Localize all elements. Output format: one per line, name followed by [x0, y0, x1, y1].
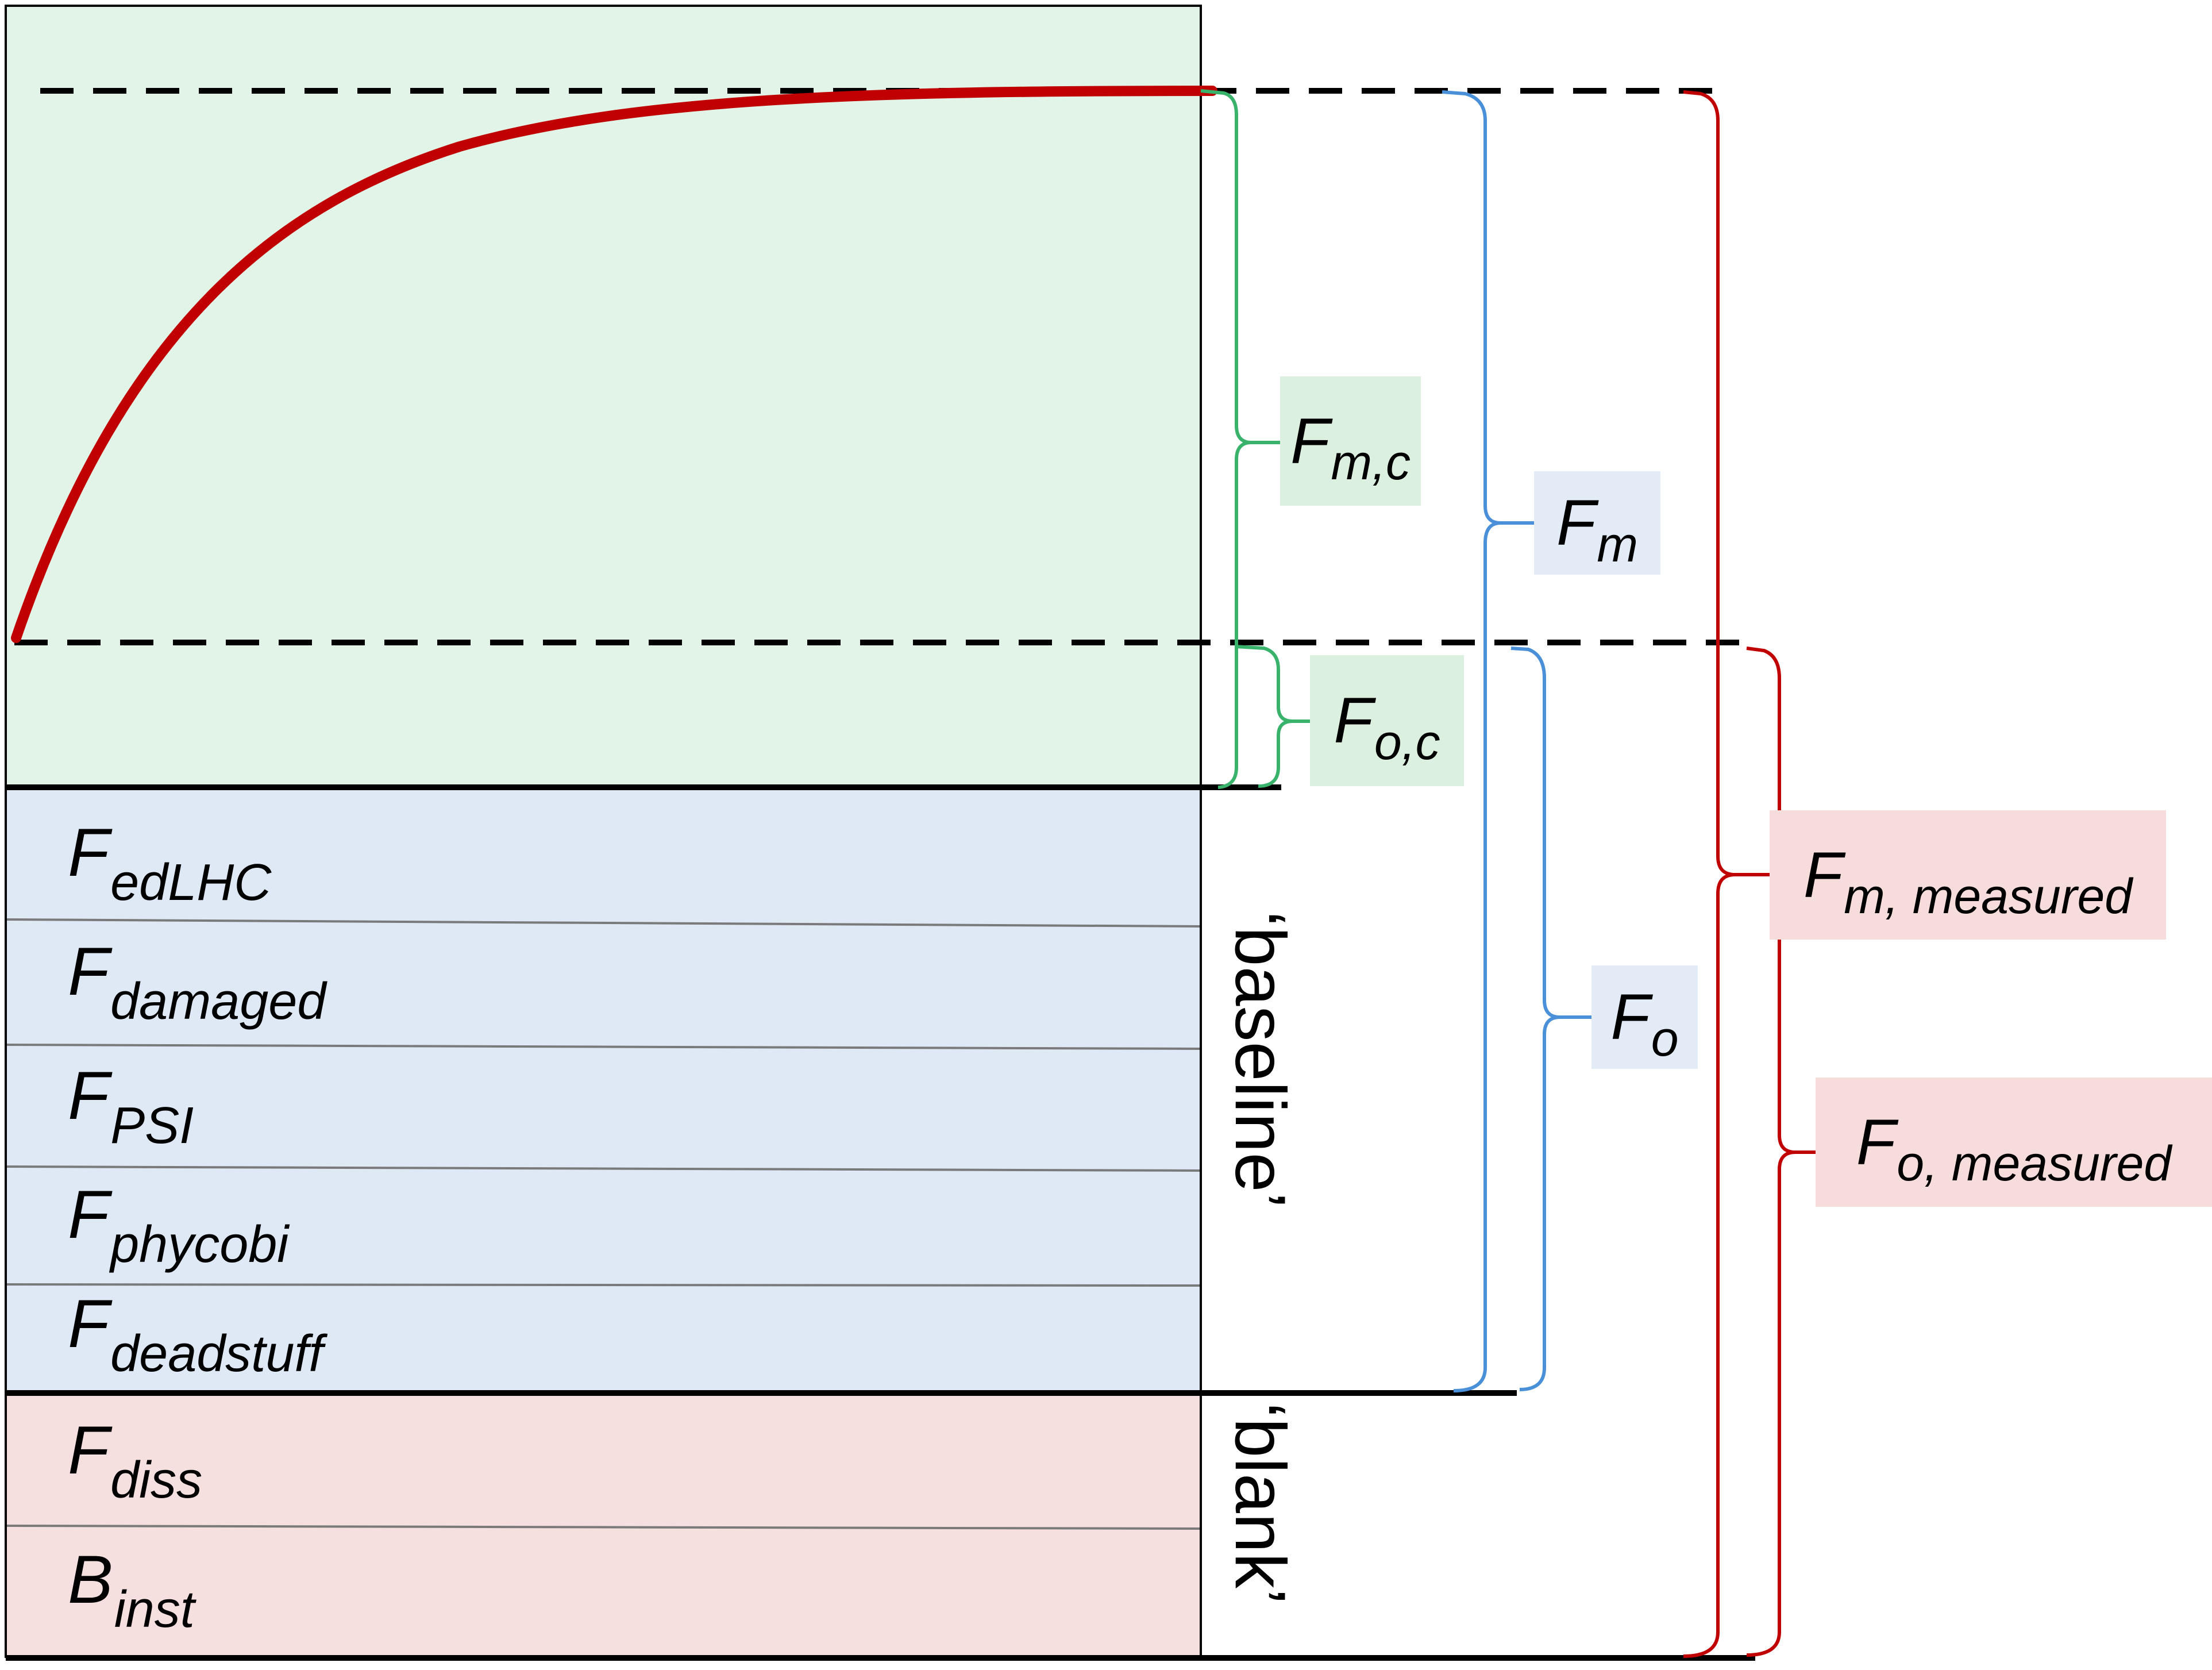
baseline-region-label: ‘baseline’ — [1220, 911, 1300, 1209]
row-label-sub: damaged — [110, 973, 326, 1030]
row-label-sub: phycobi — [110, 1216, 289, 1273]
row-label-sub: inst — [114, 1581, 195, 1638]
row-label-phycobi: Fphycobi — [68, 1181, 288, 1271]
fo-label-main: F — [1610, 981, 1650, 1053]
row-label-main: B — [68, 1542, 113, 1618]
row-label-main: F — [68, 1413, 110, 1488]
foc-brace — [1235, 645, 1310, 788]
foc-label-sub: o,c — [1374, 714, 1440, 770]
blank-region — [6, 1391, 1201, 1658]
fm-measured-brace — [1683, 90, 1772, 1658]
row-label-sub: diss — [110, 1452, 203, 1509]
blank-region-label: ‘blank’ — [1220, 1402, 1300, 1604]
row-label-sub: PSI — [110, 1097, 194, 1155]
row-divider — [5, 1165, 1201, 1172]
row-divider — [5, 1283, 1201, 1287]
fo-measured-brace — [1746, 647, 1818, 1657]
fo-measured-label-sub: o, measured — [1897, 1136, 2172, 1191]
variable-fluorescence-region — [5, 5, 1202, 788]
row-label-main: F — [68, 1177, 110, 1253]
row-divider — [5, 1525, 1201, 1530]
fm-measured-label-sub: m, measured — [1844, 869, 2133, 924]
row-label-sub: edLHC — [110, 854, 272, 911]
row-label-edlhc: FedLHC — [68, 819, 271, 909]
row-label-deadstuff: Fdeadstuff — [68, 1290, 323, 1380]
fmc-label-sub: m,c — [1331, 435, 1411, 490]
row-label-diss: Fdiss — [68, 1417, 202, 1506]
foc-label-main: F — [1334, 684, 1373, 756]
row-label-main: F — [68, 1058, 110, 1134]
fo-measured-label-main: F — [1856, 1106, 1896, 1178]
row-label-sub: deadstuff — [110, 1325, 323, 1383]
fm-label-main: F — [1556, 487, 1596, 559]
row-label-psi: FPSI — [68, 1062, 194, 1152]
fluorescence-induction-curve — [11, 86, 1217, 643]
fm-measured-label-main: F — [1803, 838, 1843, 911]
row-label-main: F — [68, 815, 110, 891]
row-label-main: F — [68, 1286, 110, 1362]
row-label-damaged: Fdamaged — [68, 938, 326, 1028]
fo-label-sub: o — [1651, 1011, 1679, 1067]
fmc-brace — [1200, 89, 1281, 789]
fm-label-sub: m — [1597, 517, 1639, 572]
row-divider — [5, 1044, 1201, 1050]
row-divider — [5, 918, 1201, 928]
row-label-main: F — [68, 934, 110, 1010]
fm-brace — [1442, 90, 1540, 1392]
baseline-region — [6, 787, 1201, 1391]
fmc-label-main: F — [1290, 405, 1330, 477]
row-label-inst: Binst — [68, 1546, 195, 1636]
fo-brace — [1510, 647, 1603, 1391]
